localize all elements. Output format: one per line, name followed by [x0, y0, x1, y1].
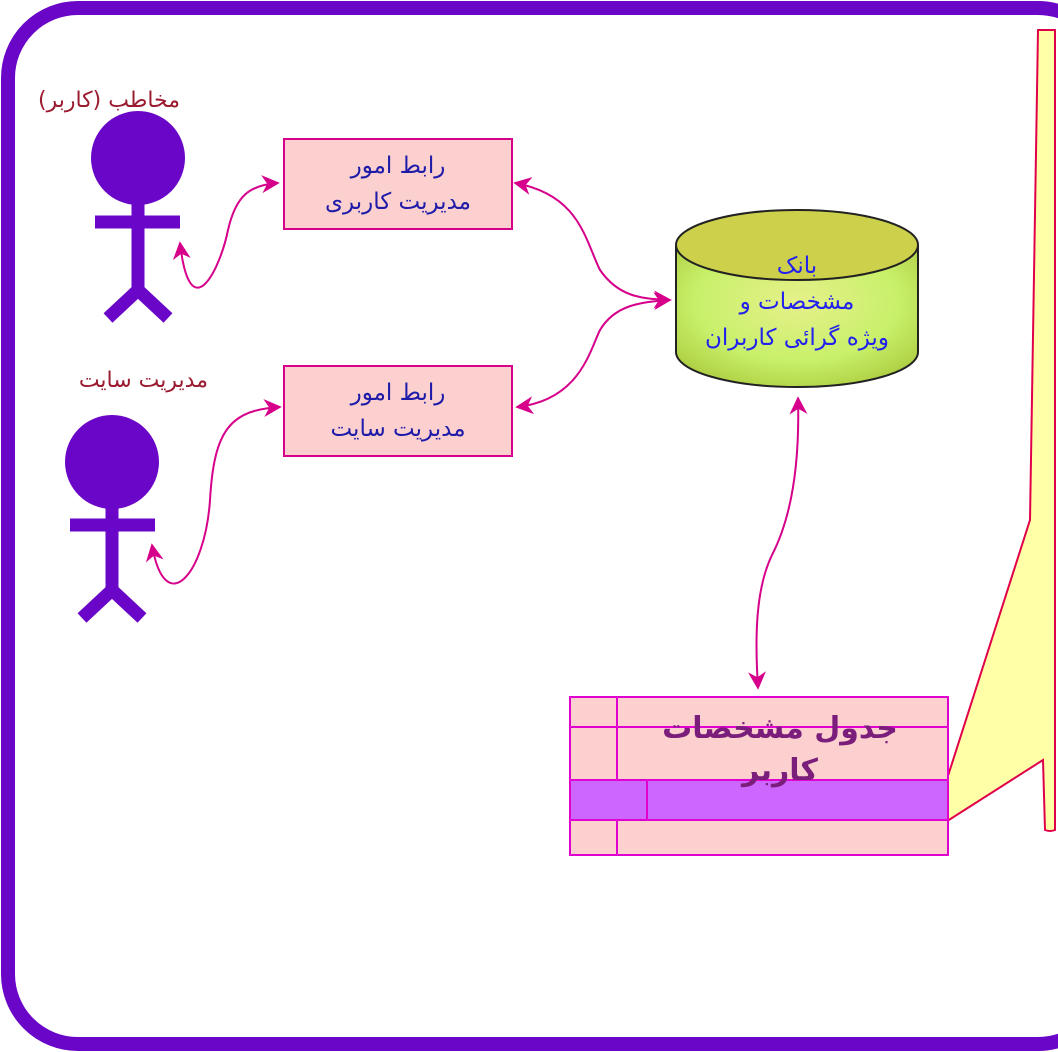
database-line1: بانک: [776, 253, 818, 279]
user-actor-icon: [91, 111, 185, 323]
site-management-line2: مدیریت سایت: [330, 416, 466, 442]
admin-actor-label: مدیریت سایت: [78, 368, 208, 393]
user-management-box: رابط امور مدیریت کاربری: [283, 138, 513, 230]
connector-user-to-box: [172, 175, 280, 289]
connector-admin-to-box: [145, 398, 282, 585]
user-table-line2: کاربر: [742, 753, 818, 788]
connector-db-to-table: [748, 396, 808, 690]
user-table-line1: جدول مشخصات: [662, 711, 898, 746]
user-table-graphic: [569, 696, 949, 856]
admin-actor-icon: [65, 415, 159, 623]
connector-sitebox-to-db: [515, 292, 672, 415]
user-table-title: جدول مشخصات کاربر: [600, 708, 960, 792]
database-label: بانک مشخصات و ویژه گرائی کاربران: [676, 248, 918, 356]
database-line3: ویژه گرائی کاربران: [705, 325, 889, 351]
database-cylinder: [675, 209, 919, 388]
callout-bubble: [928, 29, 1056, 835]
site-management-box: رابط امور مدیریت سایت: [283, 365, 513, 457]
user-actor-label: مخاطب (کاربر): [38, 88, 181, 113]
user-management-line1: رابط امور: [350, 153, 446, 179]
site-management-line1: رابط امور: [350, 380, 446, 406]
database-line2: مشخصات و: [739, 289, 855, 315]
connector-userbox-to-db: [513, 177, 672, 309]
user-management-line2: مدیریت کاربری: [325, 189, 471, 215]
